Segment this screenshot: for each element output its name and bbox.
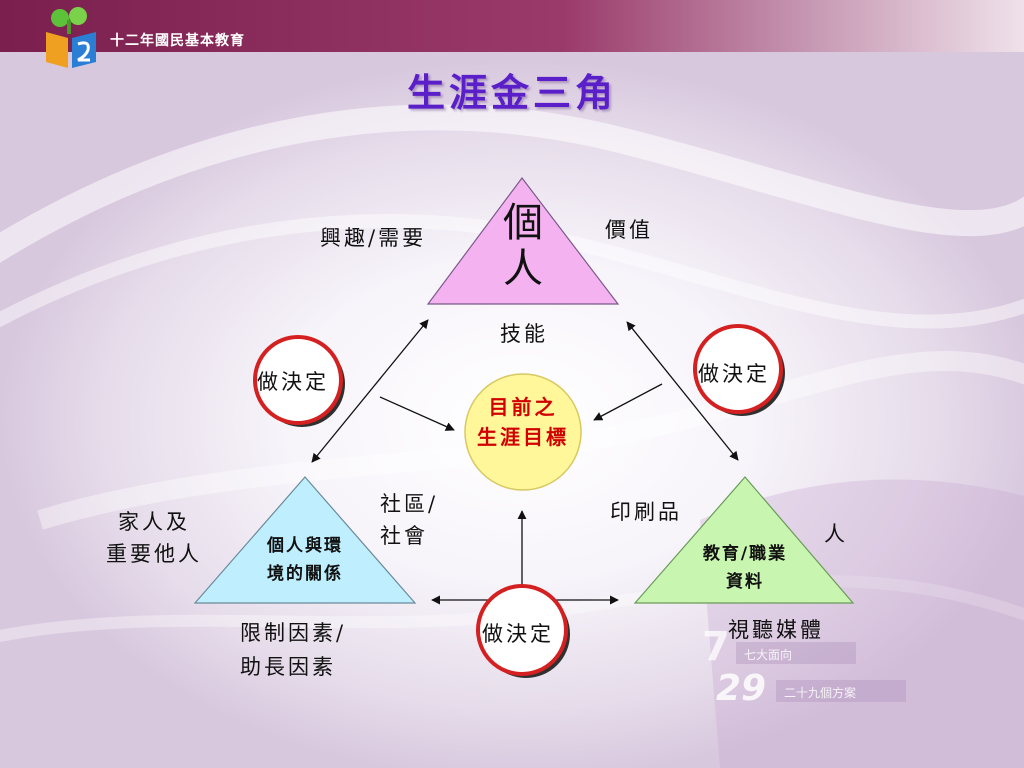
center-goal-label: 目前之 生涯目標 [470,392,576,452]
label-skills: 技能 [500,322,548,346]
decision-label-left: 做決定 [257,370,329,394]
left-triangle-line2: 境的關係 [267,564,343,584]
top-triangle [426,177,620,305]
label-values: 價值 [605,218,653,242]
label-print: 印刷品 [610,500,682,524]
page-title: 生涯金三角 [406,71,617,115]
right-triangle [633,476,855,604]
decision-ring-right [693,324,785,416]
top-triangle-label: 個 人 [497,200,549,292]
arrow-person-family [311,319,429,463]
right-triangle-line2: 資料 [726,572,764,592]
left-triangle-line1: 個人與環 [267,536,343,556]
watermark-bar-2 [776,680,906,702]
label-interest: 興趣/需要 [320,226,427,250]
brand-name: 十二年國民基本教育 [110,33,245,49]
label-person: 人 [824,522,848,546]
label-community-line2: 社會 [380,524,428,548]
label-media: 視聽媒體 [728,618,824,642]
label-family: 家人及 重要他人 [98,506,210,570]
watermark-text-2: 二十九個方案 [784,686,857,700]
label-family-line1: 家人及 [118,510,190,534]
label-community-line1: 社區/ [380,492,439,516]
top-triangle-line2: 人 [503,246,543,292]
label-limits-line1: 限制因素/ [240,621,347,645]
label-limits: 限制因素/ 助長因素 [240,616,346,684]
left-triangle [193,476,417,604]
label-limits-line2: 助長因素 [240,655,336,679]
decision-label-right: 做決定 [698,362,770,386]
right-triangle-label: 教育/職業 資料 [682,540,808,596]
left-triangle-label: 個人與環 境的關係 [242,532,368,588]
arrow-right-goal [593,383,663,421]
watermark-number-7: 7 [702,624,730,670]
arrow-person-education [626,321,739,461]
header-bar [0,0,1024,52]
label-community: 社區/ 社會 [380,488,438,552]
top-triangle-line1: 個 [503,200,543,246]
center-goal-circle [464,373,582,491]
arrow-left-goal [379,396,455,431]
decision-ring-bottom [476,584,570,678]
decision-label-bottom: 做決定 [482,622,554,646]
watermark-text-1: 七大面向 [744,648,793,662]
label-family-line2: 重要他人 [106,542,202,566]
watermark-bar-1 [736,642,856,664]
logo-icon [46,7,96,68]
center-goal-line2: 生涯目標 [477,425,569,449]
center-goal-line1: 目前之 [488,395,558,419]
watermark-number-29: 29 [716,668,766,709]
decision-ring-left [253,335,345,427]
right-triangle-line1: 教育/職業 [702,544,788,564]
